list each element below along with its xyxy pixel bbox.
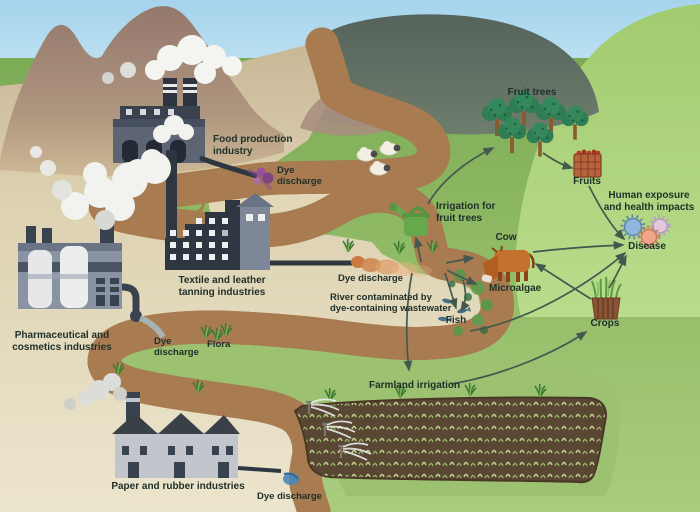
arrow-river-to-microalgae xyxy=(446,269,478,285)
label-fruit-trees: Fruit trees xyxy=(508,87,557,98)
label-crops: Crops xyxy=(591,318,620,329)
label-pharma-2: cosmetics industries xyxy=(12,342,112,353)
label-human-exposure-2: and health impacts xyxy=(604,202,695,213)
fruits-crate-icon xyxy=(573,149,602,178)
pharma-discharge xyxy=(138,315,166,339)
label-food-industry-2: industry xyxy=(213,146,253,157)
label-farmland: Farmland irrigation xyxy=(369,380,460,391)
cow-icon xyxy=(481,245,535,283)
label-river-contaminated-2: dye-containing wastewater xyxy=(330,303,452,314)
arrow-river-to-fish-2 xyxy=(460,279,470,313)
label-fish: Fish xyxy=(446,315,467,326)
watering-can-icon xyxy=(389,203,430,236)
label-dye-paper: Dye discharge xyxy=(257,491,322,502)
crops-basket-icon xyxy=(591,276,622,320)
purple-dye-plume xyxy=(247,167,274,191)
label-fruits: Fruits xyxy=(573,176,601,187)
paper-smoke-cloud xyxy=(64,373,127,410)
arrow-cow-to-disease xyxy=(532,240,625,253)
label-cow: Cow xyxy=(495,232,516,243)
textile-factory xyxy=(165,150,352,270)
arrow-to-fruit-trees xyxy=(427,147,495,205)
label-food-industry: Food production xyxy=(213,134,292,145)
paper-discharge-pipe xyxy=(237,466,282,473)
label-dye-food: Dye xyxy=(277,165,294,176)
label-dye-textile: Dye discharge xyxy=(338,273,403,284)
arrow-river-to-farmland xyxy=(403,272,413,372)
virus-icon xyxy=(620,214,671,249)
arrow-fruits-to-disease xyxy=(588,185,626,241)
river xyxy=(87,27,497,512)
arrow-trees-to-fruits xyxy=(542,152,574,170)
steam-cloud xyxy=(30,115,194,230)
arrow-crops-to-disease xyxy=(608,254,627,289)
arrow-river-to-fish xyxy=(444,272,458,310)
label-dye-pharma-2: discharge xyxy=(154,347,199,358)
label-textile: Textile and leather xyxy=(178,275,265,286)
label-irrigation: Irrigation for xyxy=(436,201,496,212)
left-mountains xyxy=(0,6,284,176)
paper-factory xyxy=(112,392,299,485)
label-paper: Paper and rubber industries xyxy=(111,481,245,492)
pharma-discharge-pipe xyxy=(121,283,140,313)
pharma-factory xyxy=(18,212,166,339)
arrow-farmland-to-crops xyxy=(450,331,588,385)
label-human-exposure: Human exposure xyxy=(608,190,690,201)
label-flora: Flora xyxy=(207,339,231,350)
orange-dye-plume xyxy=(351,256,432,277)
label-river-contaminated: River contaminated by xyxy=(330,292,433,303)
label-disease: Disease xyxy=(628,241,666,252)
label-microalgae: Microalgae xyxy=(489,283,542,294)
farmland xyxy=(293,382,607,484)
arrow-river-to-wateringcan xyxy=(414,236,423,263)
arrow-crops-to-cow xyxy=(534,263,592,300)
label-textile-2: tanning industries xyxy=(179,287,266,298)
label-dye-food-2: discharge xyxy=(277,176,322,187)
label-pharma: Pharmaceutical and xyxy=(15,330,109,341)
label-irrigation-2: fruit trees xyxy=(436,213,483,224)
arrow-fish-to-disease xyxy=(469,251,627,332)
arrow-river-to-cow xyxy=(445,254,475,264)
flow-arrows xyxy=(403,147,627,385)
smoke-cloud xyxy=(102,35,242,84)
label-dye-pharma: Dye xyxy=(154,336,171,347)
